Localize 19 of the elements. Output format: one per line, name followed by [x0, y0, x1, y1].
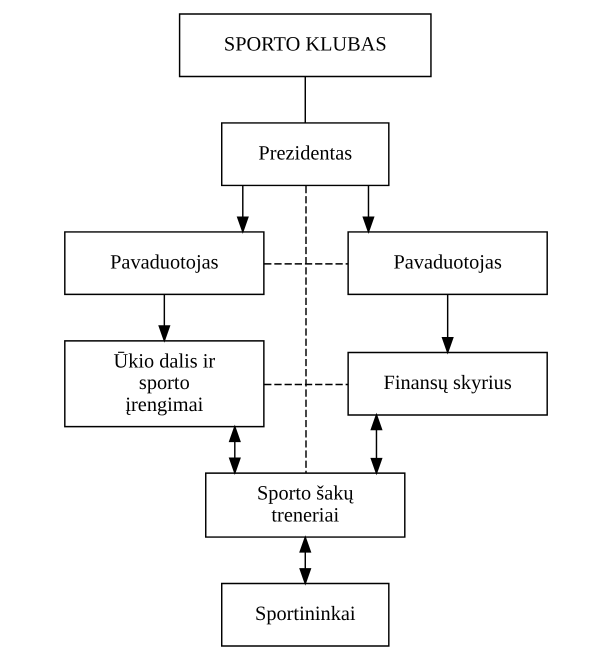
- connector: [304, 76, 306, 123]
- node-box: Sporto šakų treneriai: [204, 472, 406, 538]
- node-box: Sportininkai: [220, 582, 390, 647]
- arrow: [236, 186, 248, 234]
- connector: [264, 384, 348, 386]
- node-box: Pavaduotojas: [64, 231, 264, 296]
- arrow: [441, 294, 454, 354]
- connector: [264, 263, 348, 265]
- node-box: SPORTO KLUBAS: [178, 13, 432, 78]
- arrow: [370, 412, 382, 476]
- node-box: Prezidentas: [220, 122, 390, 186]
- node-box: Pavaduotojas: [346, 231, 548, 296]
- node-box: Ūkio dalis ir sporto įrengimai: [64, 340, 264, 428]
- connector: [304, 186, 306, 473]
- arrow: [298, 535, 311, 586]
- node-box: Finansų skyrius: [346, 352, 548, 416]
- arrow: [158, 294, 170, 343]
- arrow: [362, 186, 374, 234]
- arrow: [228, 424, 240, 475]
